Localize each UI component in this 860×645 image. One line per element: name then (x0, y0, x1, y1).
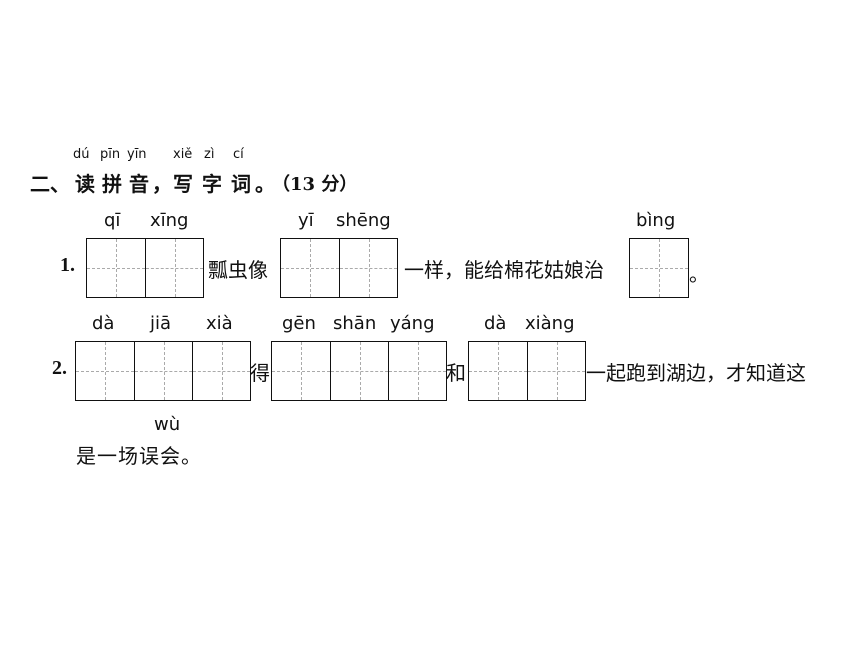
writing-cell[interactable] (87, 239, 145, 297)
q1-text-2: 一样，能给棉花姑娘治 (404, 258, 604, 282)
writing-cell[interactable] (134, 342, 192, 400)
q2-pinyin-da: dà (92, 313, 115, 334)
writing-cell[interactable] (527, 342, 585, 400)
q2-answer-boxes-3[interactable] (468, 341, 586, 401)
q2-pinyin-da-2: dà (484, 313, 507, 334)
q1-answer-boxes-3[interactable] (629, 238, 689, 298)
q2-number: 2. (52, 357, 67, 379)
score-label: （13 分） (272, 174, 358, 195)
title-pinyin-ci: cí (233, 147, 244, 162)
writing-cell[interactable] (388, 342, 446, 400)
title-char-pin: 拼 (102, 172, 122, 196)
q2-text-3: 一起跑到湖边，才知道这 (586, 361, 806, 385)
q2-answer-boxes-2[interactable] (271, 341, 447, 401)
title-pinyin-du: dú (73, 147, 90, 162)
title-char-du: 读 (75, 172, 95, 196)
q2-text-2: 和 (446, 361, 466, 385)
title-pinyin-zi: zì (204, 147, 215, 162)
q2-text-1: 得 (250, 361, 270, 385)
q1-pinyin-qi: qī (104, 210, 121, 231)
q1-pinyin-yi: yī (298, 210, 314, 231)
title-char-ci: 词 (231, 172, 251, 196)
writing-cell[interactable] (339, 239, 397, 297)
title-char-xie: 写 (173, 172, 193, 196)
title-pinyin-xie: xiě (173, 147, 193, 162)
writing-cell[interactable] (192, 342, 250, 400)
q1-answer-boxes-2[interactable] (280, 238, 398, 298)
writing-cell[interactable] (630, 239, 688, 297)
writing-cell[interactable] (76, 342, 134, 400)
q1-pinyin-bing: bìng (636, 210, 676, 231)
q2-line2-text: 是一场误会。 (76, 444, 202, 468)
q1-number: 1. (60, 254, 75, 276)
q1-text-3: 。 (689, 262, 709, 286)
title-period: 。 (255, 172, 275, 196)
writing-cell[interactable] (272, 342, 330, 400)
title-pinyin-yin: yīn (127, 147, 147, 162)
q1-text-1: 瓢虫像 (208, 258, 268, 282)
q2-pinyin-xia: xià (206, 313, 233, 334)
title-char-zi: 字 (202, 172, 222, 196)
q2-pinyin-xiang: xiàng (525, 313, 575, 334)
q1-pinyin-sheng: shēng (336, 210, 391, 231)
title-char-yin: 音 (129, 172, 149, 196)
q1-answer-boxes-1[interactable] (86, 238, 204, 298)
writing-cell[interactable] (145, 239, 203, 297)
q2-pinyin-yang: yáng (390, 313, 435, 334)
q2-line2-pinyin-wu: wù (154, 414, 181, 435)
section-number: 二、 (30, 172, 70, 196)
q1-pinyin-xing: xīng (150, 210, 189, 231)
writing-cell[interactable] (281, 239, 339, 297)
q2-pinyin-jia: jiā (150, 313, 172, 334)
q2-answer-boxes-1[interactable] (75, 341, 251, 401)
q2-pinyin-gen: gēn (282, 313, 316, 334)
q2-pinyin-shan: shān (333, 313, 377, 334)
writing-cell[interactable] (330, 342, 388, 400)
title-comma: ， (152, 172, 172, 196)
writing-cell[interactable] (469, 342, 527, 400)
title-pinyin-pin: pīn (100, 147, 121, 162)
